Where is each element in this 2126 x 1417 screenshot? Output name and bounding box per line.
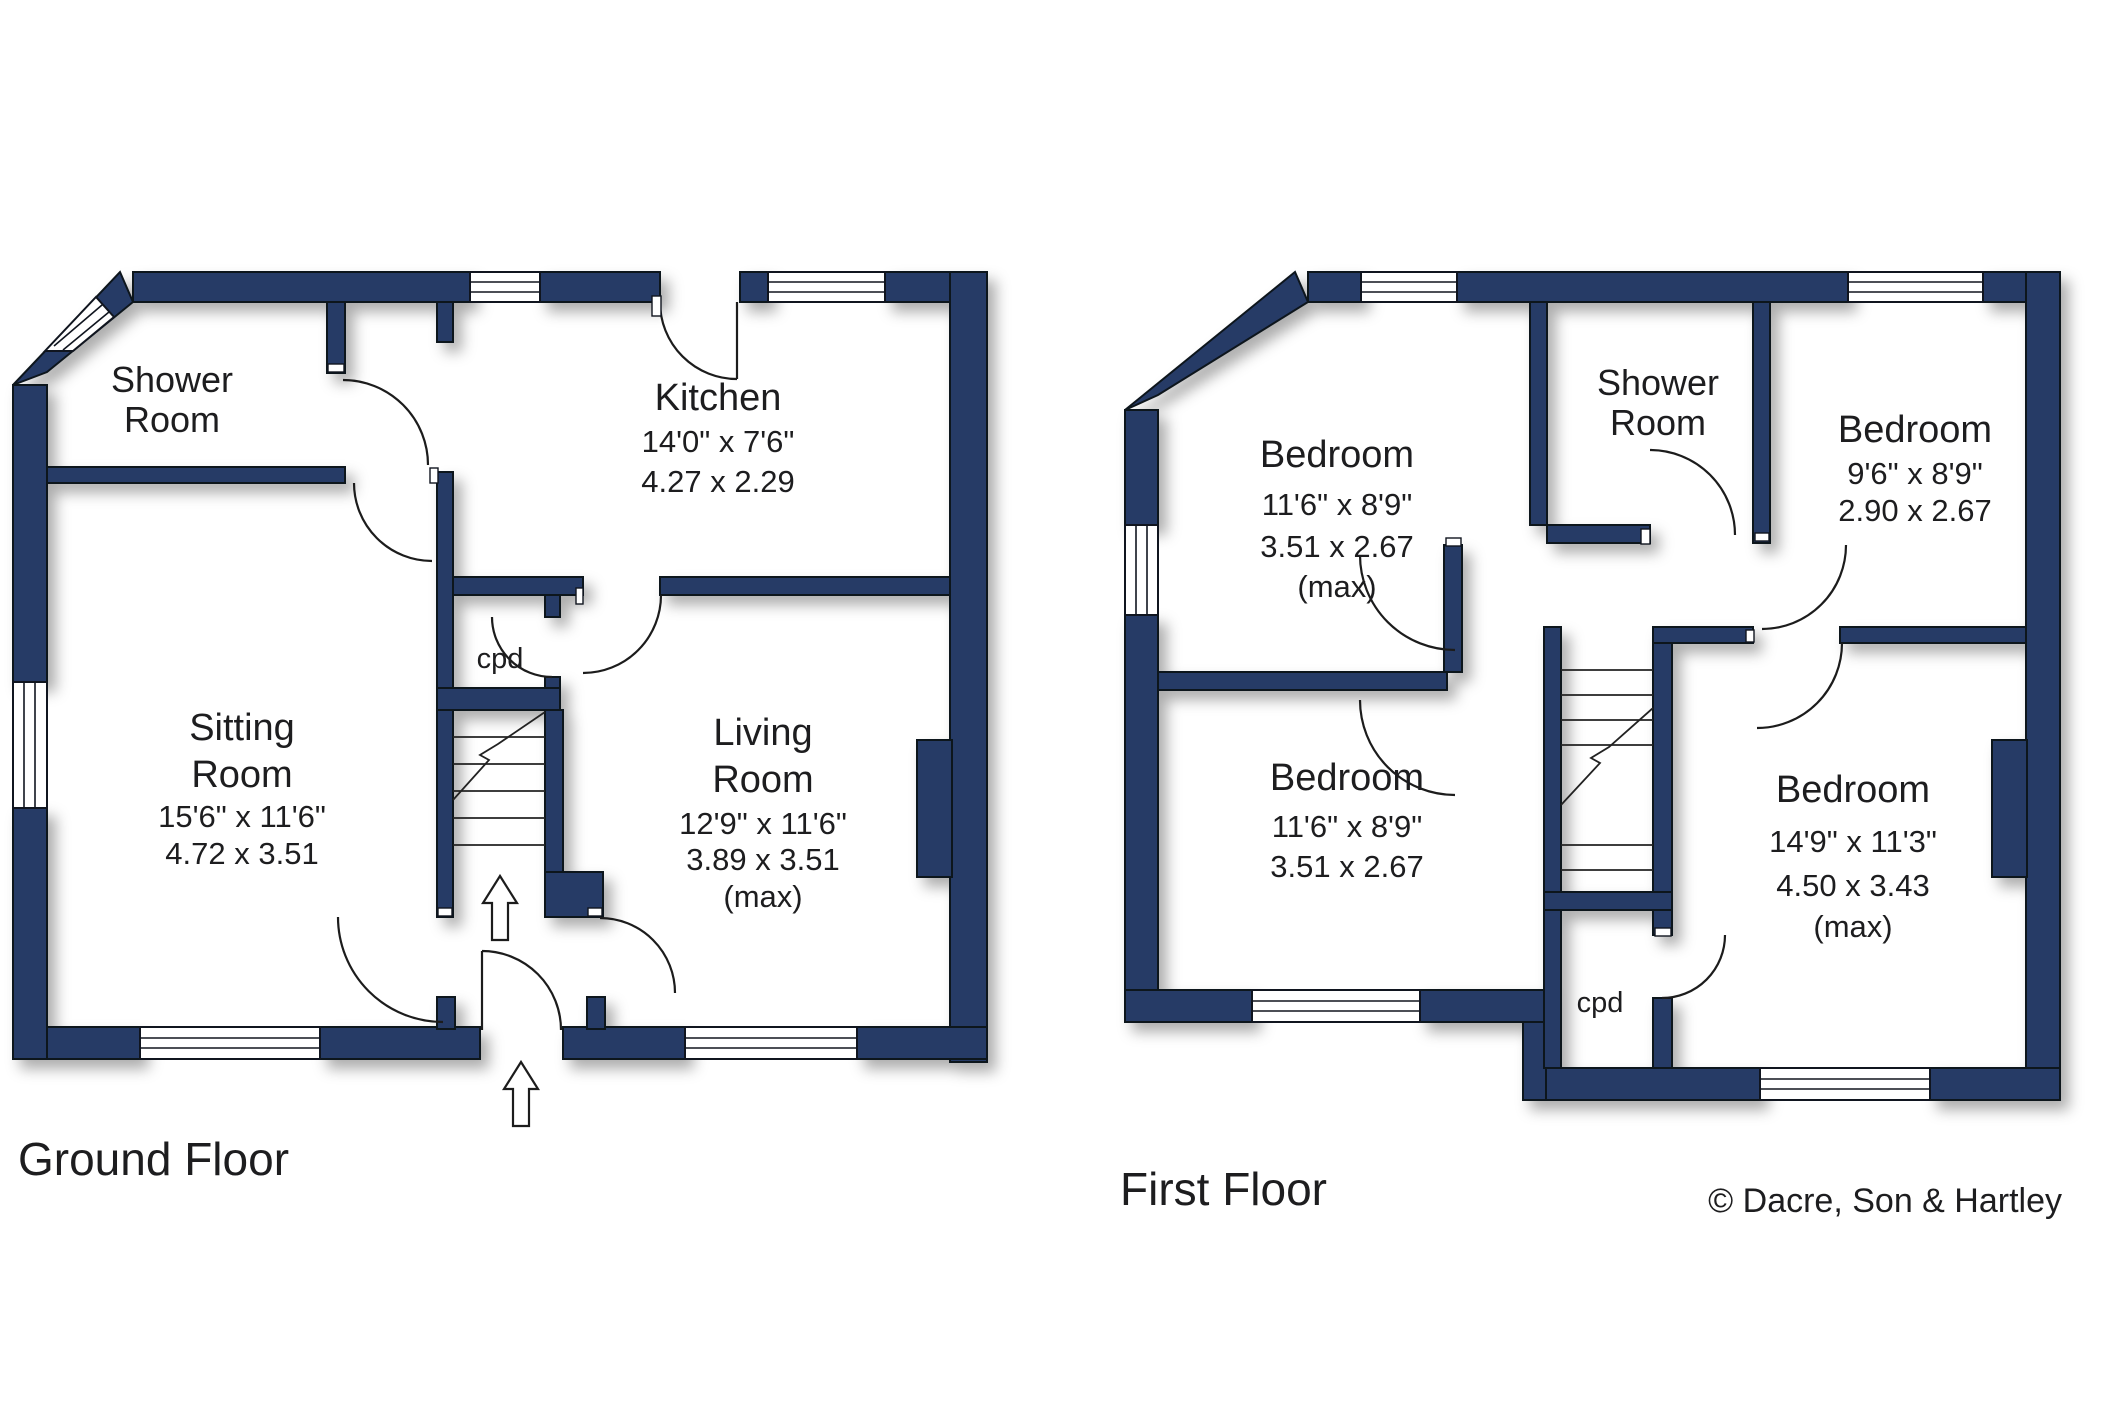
side-window — [1124, 524, 1159, 616]
room-label-bedroom-back-right: Bedroom — [1776, 769, 1930, 811]
room-label-kitchen: Kitchen — [655, 377, 782, 419]
svg-text:11'6" x 8'9": 11'6" x 8'9" — [1272, 809, 1422, 844]
svg-text:3.51 x 2.67: 3.51 x 2.67 — [1260, 529, 1413, 564]
sitting-top-door-arc — [352, 482, 433, 563]
first-floor-title: First Floor — [1120, 1163, 1327, 1215]
svg-text:(max): (max) — [1813, 909, 1892, 944]
first-floor-doors — [1358, 448, 1848, 1000]
stair-break-line — [1560, 707, 1654, 806]
room-label-bedroom-front-left: Bedroom — [1260, 434, 1414, 476]
front-right-top-window — [1847, 271, 1984, 303]
svg-text:4.72 x 3.51: 4.72 x 3.51 — [165, 836, 318, 871]
svg-text:(max): (max) — [1297, 569, 1376, 604]
kitchen-door-arc — [582, 594, 663, 675]
svg-text:3.89 x 3.51: 3.89 x 3.51 — [686, 842, 839, 877]
svg-text:(max): (max) — [723, 879, 802, 914]
first-floor-plan: Bedroom 11'6" x 8'9" 3.51 x 2.67 (max) S… — [1120, 270, 2061, 1215]
ground-floor-plan: Shower Room Kitchen 14'0" x 7'6" 4.27 x … — [12, 270, 988, 1185]
svg-text:4.27 x 2.29: 4.27 x 2.29 — [641, 464, 794, 499]
shower-door-arc — [342, 378, 430, 466]
ground-floor-staircase — [452, 711, 546, 942]
ground-floor-title: Ground Floor — [18, 1133, 289, 1185]
svg-text:3.51 x 2.67: 3.51 x 2.67 — [1270, 849, 1423, 884]
sitting-side-window — [12, 681, 48, 809]
svg-text:14'0" x 7'6": 14'0" x 7'6" — [642, 424, 795, 459]
room-label-shower: Shower — [111, 359, 233, 400]
room-label-living: Living — [713, 712, 812, 754]
back-left-window — [1251, 989, 1421, 1023]
living-bottom-window — [684, 1026, 858, 1060]
copyright-notice: © Dacre, Son & Hartley — [1708, 1182, 2062, 1220]
svg-text:Room: Room — [191, 754, 292, 796]
first-floor-staircase — [1560, 669, 1654, 871]
room-label-sitting: Sitting — [189, 707, 295, 749]
room-label-bedroom-back-left: Bedroom — [1270, 757, 1424, 799]
bedroom-back-left-door-arc — [1358, 699, 1456, 797]
svg-text:9'6" x 8'9": 9'6" x 8'9" — [1847, 456, 1983, 491]
room-label-shower: Shower — [1597, 362, 1719, 403]
bedroom-back-right-door-arc — [1756, 642, 1844, 730]
shower-door-arc — [1649, 448, 1737, 536]
svg-text:14'9" x 11'3": 14'9" x 11'3" — [1769, 824, 1937, 859]
cupboard-label: cpd — [1577, 987, 1624, 1019]
entrance-arrow — [502, 1059, 540, 1128]
front-door-arc — [481, 949, 563, 1031]
stairs-up-arrow — [481, 873, 519, 942]
front-left-top-window — [1360, 271, 1458, 303]
ground-floor-labels: Shower Room Kitchen 14'0" x 7'6" 4.27 x … — [111, 359, 847, 914]
bedroom-front-left-door-arc — [1358, 554, 1456, 652]
first-floor-walls — [1124, 270, 2061, 1101]
svg-text:Room: Room — [712, 759, 813, 801]
sitting-hall-door-arc — [336, 916, 444, 1024]
ground-floor-walls — [12, 270, 988, 1063]
living-door-arc — [599, 916, 677, 994]
first-floor-labels: Bedroom 11'6" x 8'9" 3.51 x 2.67 (max) S… — [1260, 362, 1992, 1019]
stair-break-line — [452, 711, 546, 801]
bedroom-front-right-door-arc — [1761, 544, 1848, 631]
svg-text:2.90 x 2.67: 2.90 x 2.67 — [1838, 493, 1991, 528]
top-right-window — [767, 271, 886, 303]
sitting-bottom-window — [139, 1026, 321, 1060]
svg-text:4.50 x 3.43: 4.50 x 3.43 — [1776, 868, 1929, 903]
back-door-arc — [658, 301, 738, 381]
cupboard-label: cpd — [477, 643, 524, 675]
svg-text:Room: Room — [1610, 402, 1706, 443]
room-label-bedroom-front-right: Bedroom — [1838, 409, 1992, 451]
ground-floor-doors — [327, 295, 739, 1031]
cpd-door-arc — [490, 616, 553, 679]
ground-floor-windows — [12, 271, 886, 1060]
cpd-door-arc — [1661, 934, 1727, 1000]
first-floor-windows — [1124, 271, 1984, 1101]
svg-text:Room: Room — [124, 399, 220, 440]
svg-text:12'9" x 11'6": 12'9" x 11'6" — [679, 806, 847, 841]
svg-text:11'6" x 8'9": 11'6" x 8'9" — [1262, 487, 1412, 522]
back-right-window — [1759, 1067, 1931, 1101]
kitchen-top-window — [469, 271, 541, 303]
svg-text:15'6" x 11'6": 15'6" x 11'6" — [158, 799, 326, 834]
